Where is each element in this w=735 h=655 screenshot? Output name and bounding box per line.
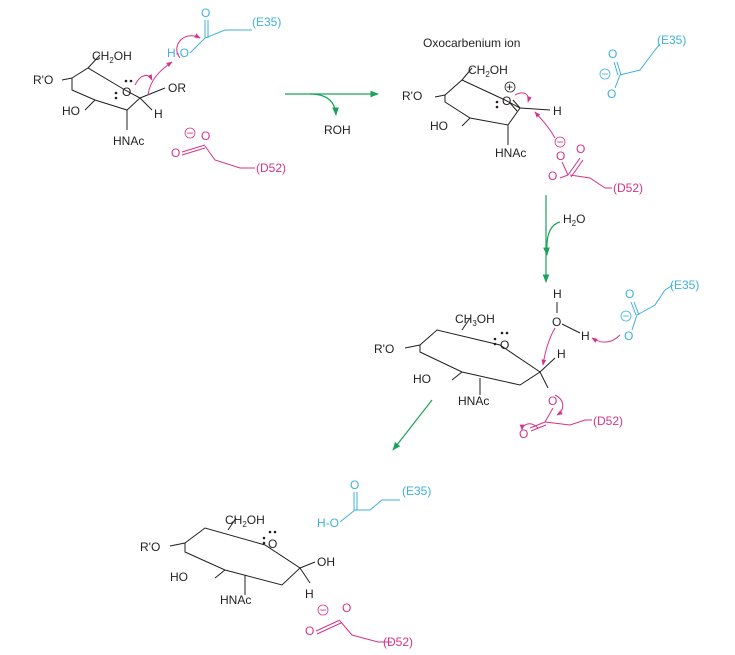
label-e35-2: (E35) [657,33,686,47]
label-or-1: OR [168,81,186,95]
label-ho-2: HO [430,119,448,133]
panel-3-water-attack: R'O CH3OH O H HO HNAc H O H O O − (E35) … [374,278,699,441]
label-o-e35b-3: O [624,329,633,343]
arrow-step-1: ROH [285,90,379,137]
label-e35-1: (E35) [252,15,281,29]
label-oh-4: OH [317,555,335,569]
label-o-e35b-2: O [607,87,616,101]
label-h-2: H [553,104,562,118]
label-minus-e35-3: − [623,309,630,323]
label-d52-1: (D52) [256,161,286,175]
label-h2o: H2O [563,212,585,228]
label-water-o: O [552,315,561,329]
arrow-step-2: H2O [542,195,585,283]
label-ch2oh-2: CH2OH [468,63,508,79]
label-r-o-1: R'O [33,73,53,87]
label-minus-d52-4: − [320,603,327,617]
label-o-d52b-3: O [519,427,528,441]
arrow-step-3 [392,399,433,451]
label-o-e35a-2: O [608,47,617,61]
label-minus-e35-2: − [602,67,609,81]
label-o-e35-4: O [350,478,359,492]
label-ho-1: HO [62,104,80,118]
label-h-3: H [557,347,566,361]
label-d52-2: (D52) [613,181,643,195]
label-o-d52b-4: O [305,624,314,638]
label-o-d52b-1: O [171,146,180,160]
label-water-h-top: H [553,287,562,301]
label-o-e35a-3: O [625,287,634,301]
label-h-1: H [154,107,163,121]
label-o-d52a-4: O [342,601,351,615]
label-minus-d52-2: − [557,135,564,149]
label-o-d52a-3: O [548,394,557,408]
label-ho-3: HO [413,372,431,386]
panel-4-product: R'O CH2OH O OH HO H HNAc H-O O (E35) − O… [140,478,431,649]
label-e35-3: (E35) [670,278,699,292]
label-o-d52b-2: O [576,142,585,156]
label-d52-4: (D52) [383,635,413,649]
label-r-o-2: R'O [402,89,422,103]
label-h-o-e35-1: H-O [167,46,189,60]
label-ch2oh-1: CH2OH [92,49,132,65]
label-roh: ROH [324,123,351,137]
label-r-o-3: R'O [374,342,394,356]
label-ring-o-4: O [268,537,277,551]
label-ring-o-1: O [122,85,131,99]
label-hnac-3: HNAc [458,394,489,408]
label-oxocarbenium-title: Oxocarbenium ion [423,36,520,50]
label-ch3oh-3: CH3OH [455,312,495,328]
label-o-d52a-2: O [556,149,565,163]
label-plus-2: + [506,80,513,94]
label-ch2oh-4: CH2OH [225,513,265,529]
label-water-h-right: H [581,329,590,343]
label-d52-3: (D52) [593,414,623,428]
label-hnac-4: HNAc [220,593,251,607]
label-ho-4: HO [170,570,188,584]
panel-1-substrate: R'O CH2OH O OR HO H HNAc H-O O (E35) − O… [33,6,286,175]
label-ring-o-2: O [502,94,511,108]
panel-2-oxocarbenium: Oxocarbenium ion R'O CH2OH O + H HO HNAc… [402,33,686,195]
label-ring-o-3: O [500,338,509,352]
label-e35-4: (E35) [402,484,431,498]
label-o-e35-1: O [201,6,210,20]
label-o-d52a-1: O [201,129,210,143]
label-h-4: H [305,587,314,601]
label-hnac-2: HNAc [495,146,526,160]
label-o-d52c-2: O [548,169,557,183]
label-h-o-e35-4: H-O [317,516,339,530]
label-hnac-1: HNAc [113,134,144,148]
label-r-o-4: R'O [140,540,160,554]
label-minus-d52-1: − [187,126,194,140]
